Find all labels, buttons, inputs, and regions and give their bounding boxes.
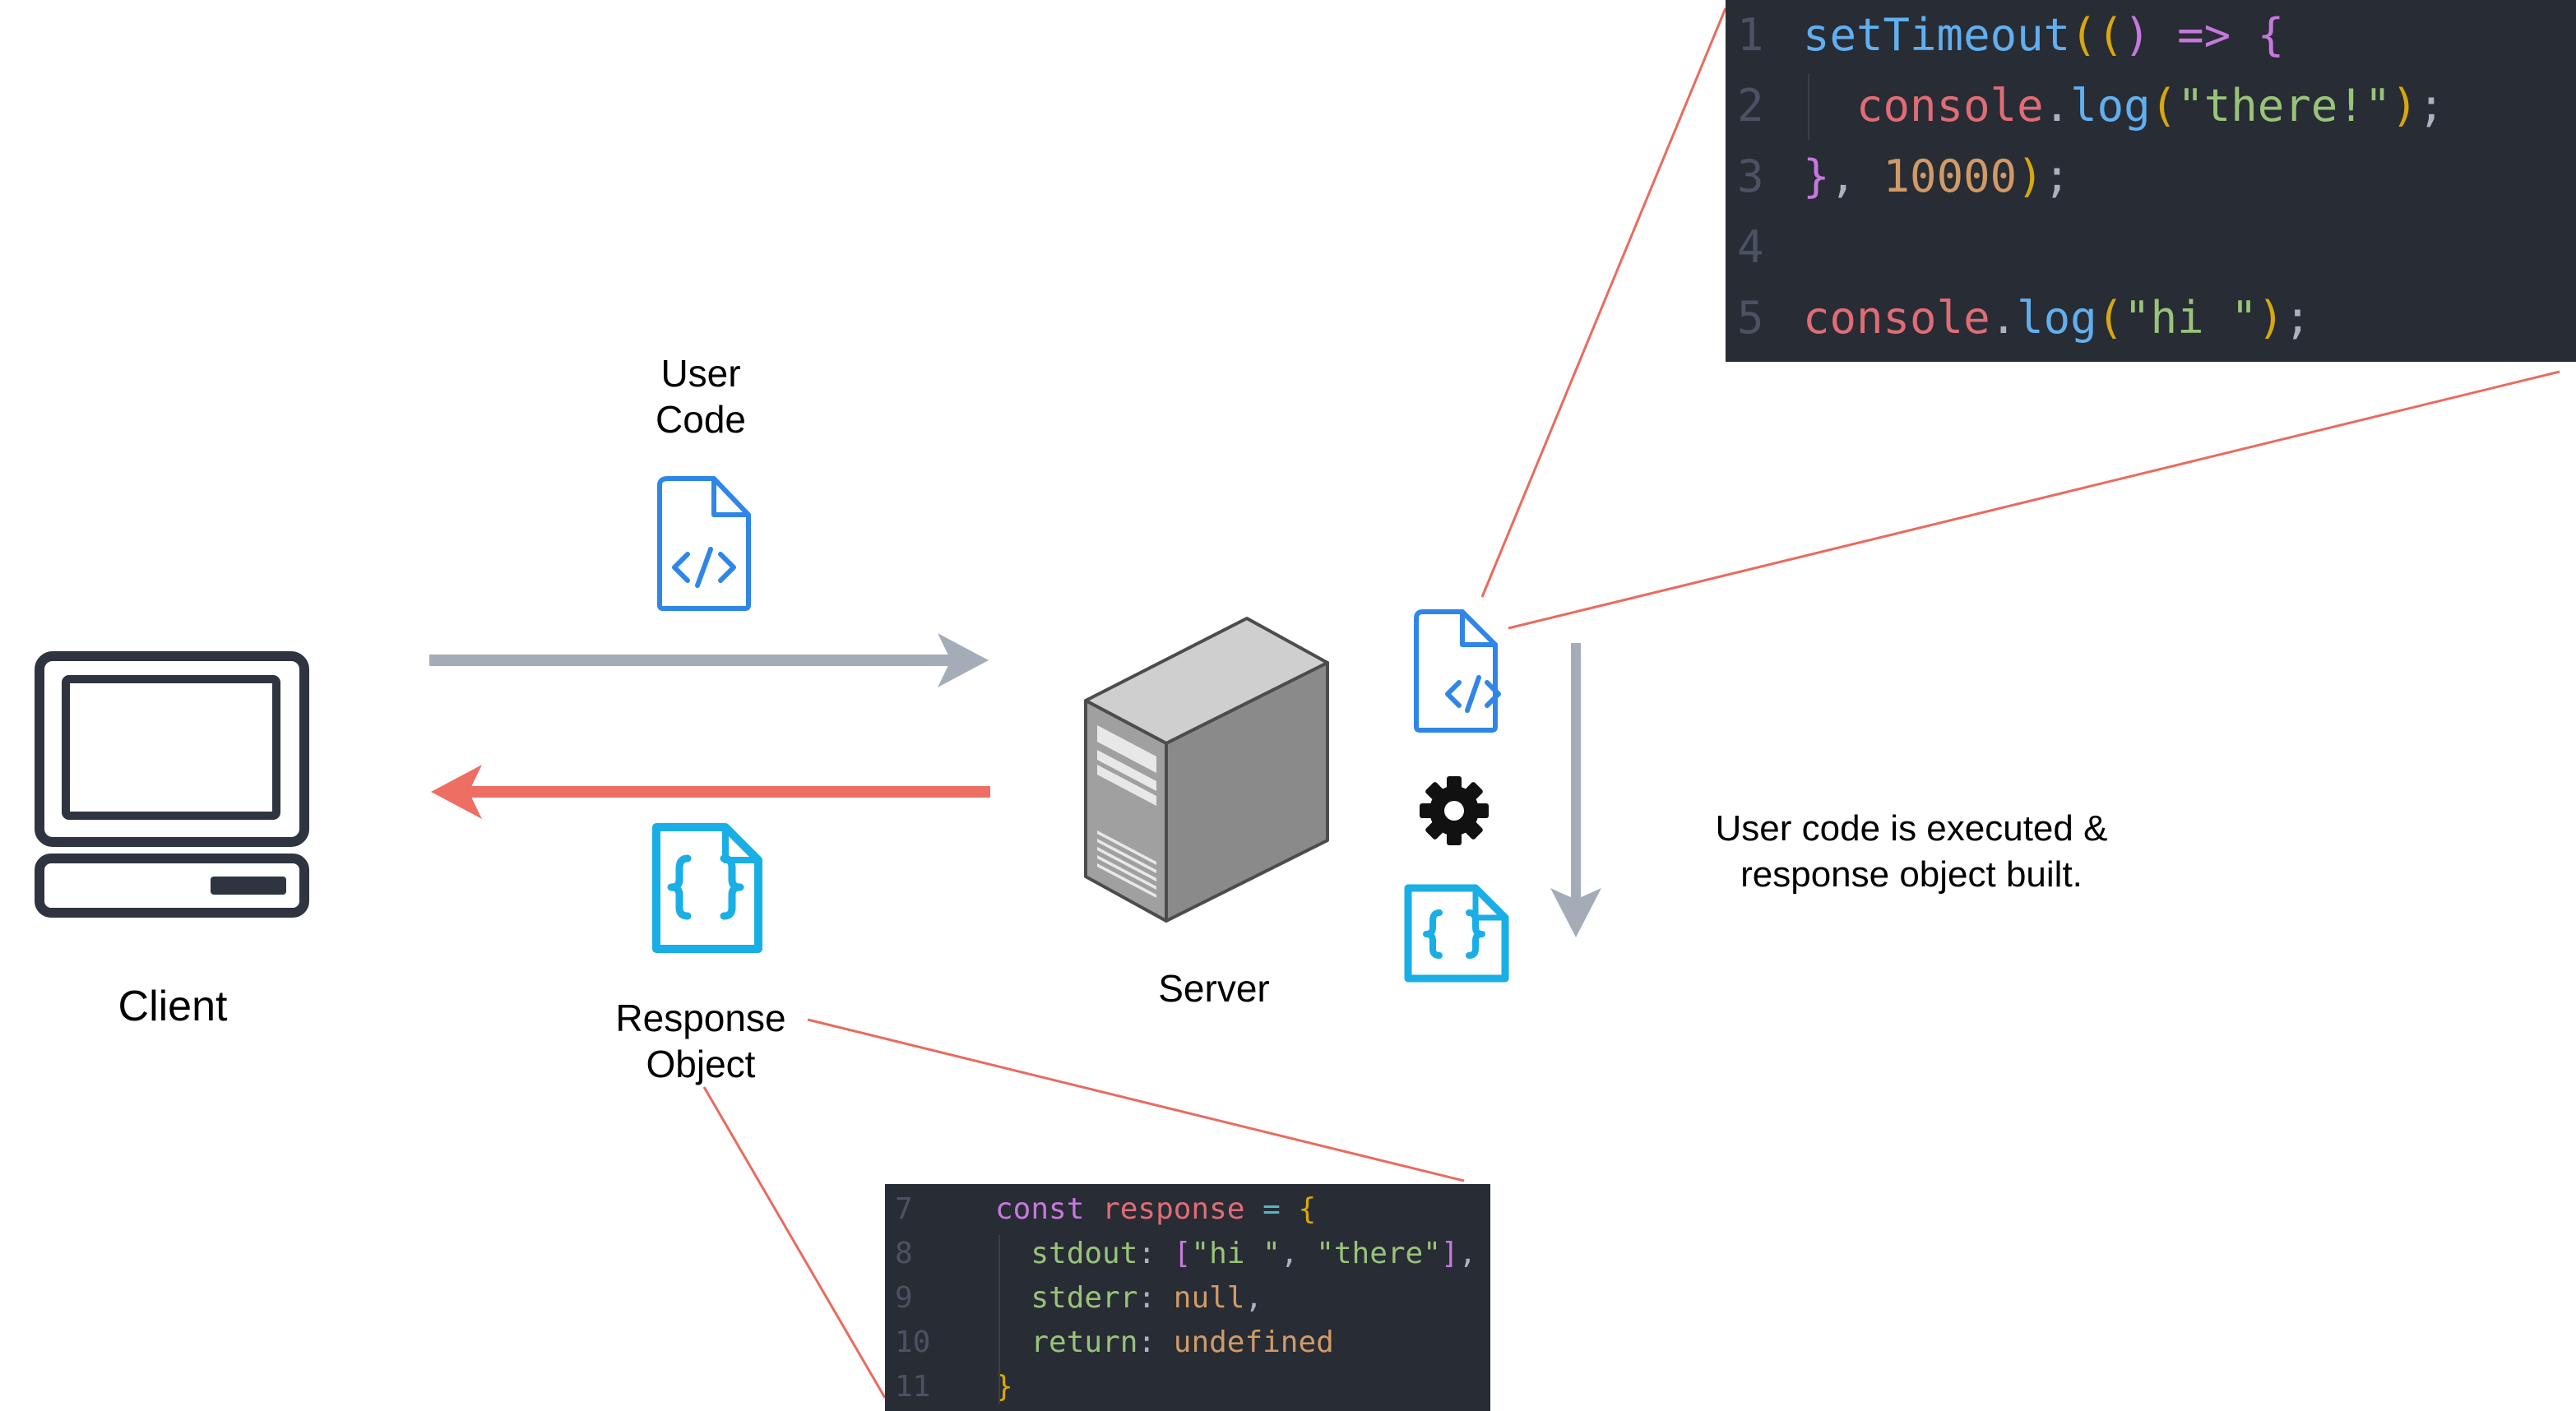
code-token: "hi " xyxy=(1191,1237,1281,1270)
code-token: log xyxy=(2070,80,2151,132)
code-token: (( xyxy=(2070,9,2124,61)
code-token xyxy=(995,1281,1031,1315)
code-token xyxy=(1281,1192,1299,1226)
line-number: 2 xyxy=(1737,80,1764,132)
code-token: { xyxy=(2231,9,2285,61)
code-token: console xyxy=(1856,80,2044,132)
code-token: undefined xyxy=(1173,1325,1334,1359)
indent-guide xyxy=(1808,74,1809,140)
code-line: const response = { xyxy=(995,1187,1316,1232)
code-token: . xyxy=(1990,292,2018,344)
code-token: . xyxy=(2043,80,2071,132)
code-token: ) xyxy=(2257,292,2285,344)
code-token: stderr xyxy=(1031,1281,1138,1315)
code-token xyxy=(995,1325,1031,1359)
execution-note: User code is executed & response object … xyxy=(1656,806,2166,898)
code-token: "there!" xyxy=(2177,80,2392,132)
line-number: 3 xyxy=(1737,150,1764,202)
line-number: 8 xyxy=(895,1237,913,1270)
code-token: setTimeout xyxy=(1803,9,2071,61)
response-arrow xyxy=(431,765,990,819)
code-token: ) xyxy=(2017,150,2044,202)
execution-note-line-1: User code is executed & xyxy=(1715,808,2108,849)
code-token: ( xyxy=(2150,80,2178,132)
code-token: "there" xyxy=(1316,1237,1441,1270)
user-code-label-line-2: Code xyxy=(656,398,746,441)
code-token: , xyxy=(1458,1237,1477,1270)
user-code-label: User Code xyxy=(586,350,816,442)
code-line: console.log("hi "); xyxy=(1803,283,2311,354)
code-token: console xyxy=(1803,292,1990,344)
code-token: ; xyxy=(2417,80,2445,132)
code-line: stderr: null, xyxy=(995,1276,1263,1321)
callout-line-bottom-right xyxy=(807,1018,1465,1182)
callout-line-top-right xyxy=(1508,370,2560,630)
callout-line-bottom-left xyxy=(702,1086,887,1399)
code-token: ) xyxy=(2391,80,2418,132)
code-token: = xyxy=(1263,1192,1281,1226)
code-token: => xyxy=(2177,9,2231,61)
response-object-label: Response Object xyxy=(569,995,832,1087)
code-token: return xyxy=(1031,1325,1138,1359)
line-number: 11 xyxy=(895,1370,931,1404)
server-label: Server xyxy=(1158,967,1270,1010)
code-token: ( xyxy=(2096,292,2124,344)
code-line: setTimeout(() => { xyxy=(1803,0,2284,71)
code-token: [ xyxy=(1173,1237,1192,1270)
code-token: ) xyxy=(2124,9,2178,61)
code-token: { xyxy=(1298,1192,1317,1226)
indent-guide xyxy=(998,1235,1000,1404)
code-file-icon xyxy=(657,476,751,611)
code-token: "hi " xyxy=(2124,292,2258,344)
code-token: response xyxy=(1102,1192,1245,1226)
execution-note-line-2: response object built. xyxy=(1740,854,2083,895)
code-token: const xyxy=(995,1192,1085,1226)
code-token: : xyxy=(1137,1237,1174,1270)
code-line: console.log("there!"); xyxy=(1803,71,2444,141)
code-token: ; xyxy=(2043,150,2071,202)
client-label: Client xyxy=(118,983,228,1030)
line-number: 10 xyxy=(895,1325,931,1359)
line-number: 7 xyxy=(895,1192,913,1226)
response-object-label-line-2: Object xyxy=(646,1043,756,1085)
code-token: : xyxy=(1137,1281,1174,1315)
user-code-label-line-1: User xyxy=(660,352,741,395)
server-json-file-icon xyxy=(1404,884,1509,983)
line-number: 5 xyxy=(1737,292,1764,344)
code-token: log xyxy=(2017,292,2097,344)
code-token xyxy=(1244,1192,1263,1226)
code-token: stdout xyxy=(1031,1237,1138,1270)
json-file-icon xyxy=(652,823,762,953)
code-token: ] xyxy=(1440,1237,1459,1270)
laptop-icon xyxy=(35,651,309,918)
code-token: 10000 xyxy=(1883,150,2018,202)
code-token: } xyxy=(1803,150,1830,202)
server-tower-icon xyxy=(1084,617,1329,923)
request-arrow xyxy=(429,633,989,687)
execution-arrow xyxy=(1550,643,1601,937)
callout-line-top-left xyxy=(1480,7,1727,598)
code-line: return: undefined xyxy=(995,1321,1334,1365)
code-token xyxy=(1084,1192,1102,1226)
code-line: }, 10000); xyxy=(1803,141,2070,212)
line-number: 9 xyxy=(895,1281,913,1315)
line-number: 4 xyxy=(1737,221,1764,273)
code-token xyxy=(1803,80,1856,132)
server-code-file-icon xyxy=(1414,609,1501,733)
code-token: , xyxy=(1280,1237,1317,1270)
code-token: , xyxy=(1244,1281,1263,1315)
response-object-label-line-1: Response xyxy=(615,997,786,1039)
code-token: null xyxy=(1173,1281,1245,1315)
code-token: ; xyxy=(2284,292,2311,344)
code-token: : xyxy=(1137,1325,1174,1359)
code-token: , xyxy=(1829,150,1883,202)
code-token xyxy=(995,1237,1031,1270)
line-number: 1 xyxy=(1737,9,1764,61)
code-line: stdout: ["hi ", "there"], xyxy=(995,1232,1476,1276)
gear-icon xyxy=(1420,776,1489,845)
